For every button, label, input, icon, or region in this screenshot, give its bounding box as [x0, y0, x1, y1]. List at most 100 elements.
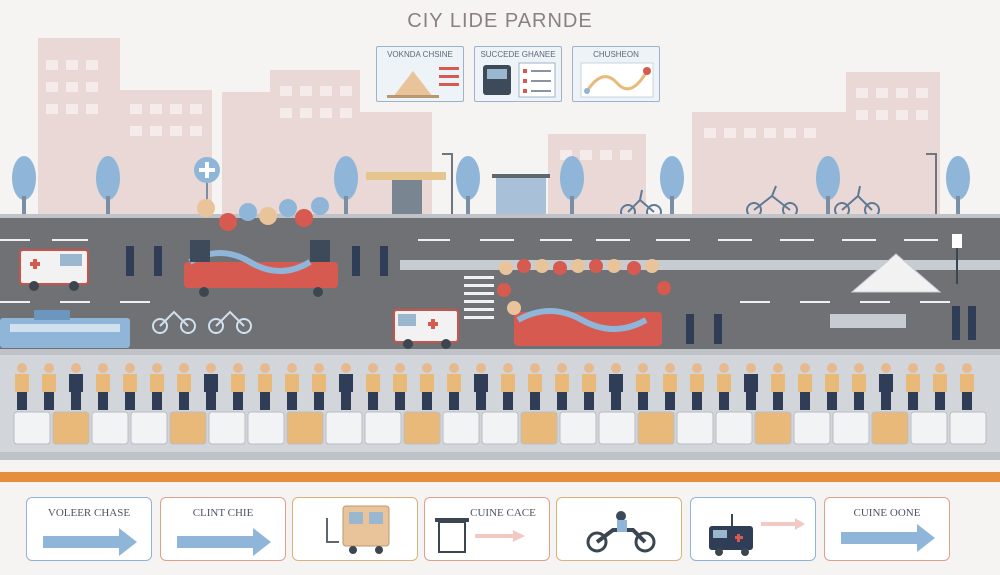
bottom-card-label: VOLEER CHASE: [47, 507, 131, 519]
barrier-block: [130, 411, 168, 445]
bottom-card-label: CUINE CACE: [470, 507, 536, 519]
marshal-figure: [582, 363, 596, 410]
bottom-card-bin: CUINE CACE: [424, 497, 550, 561]
barrier-block: [247, 411, 285, 445]
marshal-figure: [501, 363, 515, 410]
marshal-figure: [177, 363, 191, 410]
barrier-block: [793, 411, 831, 445]
bottom-card-motorcycle: [556, 497, 682, 561]
marshal-figure: [690, 363, 704, 410]
marshal-figure: [150, 363, 164, 410]
lane-arrows: [0, 239, 950, 303]
barrier-block: [364, 411, 402, 445]
marshal-figure: [366, 363, 380, 410]
marshal-figure: [906, 363, 920, 410]
info-card-label: SUCCEDE GHANEE: [480, 50, 556, 59]
marshal-figure: [285, 363, 299, 410]
food-cart-icon: [326, 505, 390, 554]
barrier-block: [442, 411, 480, 445]
marshal-figure: [42, 363, 56, 410]
tent-icon: [850, 234, 962, 293]
barrier-block: [481, 411, 519, 445]
bottom-card-client: CLINT CHIE: [160, 497, 286, 561]
tent-icon: [387, 67, 459, 98]
bottom-card-food-cart: [292, 497, 418, 561]
marshal-figure: [96, 363, 110, 410]
marshal-figure: [447, 363, 461, 410]
marshal-figure: [609, 363, 623, 410]
barrier-block: [520, 411, 558, 445]
police-van-icon: [709, 514, 805, 556]
building-windows: [46, 60, 928, 160]
marshal-figure: [231, 363, 245, 410]
barrier-block: [559, 411, 597, 445]
motorcycle-icon: [586, 511, 656, 553]
marshal-figure: [420, 363, 434, 410]
info-card-label: CHUSHEON: [593, 50, 639, 59]
marshal-figure: [744, 363, 758, 410]
barrier-block: [598, 411, 636, 445]
marshal-figure: [312, 363, 326, 410]
bench-icon: [830, 314, 906, 328]
street-lamp-icon: [442, 153, 937, 216]
marshal-figure: [69, 363, 83, 410]
info-card-label: VOKNDA CHSINE: [387, 50, 453, 59]
cyclist-icon: [152, 310, 252, 334]
arrow-right-icon: [841, 524, 935, 552]
barrier-block: [91, 411, 129, 445]
bottom-card-exit: CUINE OONE: [824, 497, 950, 561]
marshal-figure: [933, 363, 947, 410]
bottom-card-police-van: [690, 497, 816, 561]
marshal-figure: [717, 363, 731, 410]
marshal-figure: [636, 363, 650, 410]
barrier-block: [832, 411, 870, 445]
main-road: [0, 216, 1000, 351]
marshal-figure: [825, 363, 839, 410]
marshal-figure: [852, 363, 866, 410]
marshal-figure: [960, 363, 974, 410]
arrow-right-icon: [177, 528, 271, 556]
traffic-officer: [126, 246, 976, 344]
marshal-figure: [771, 363, 785, 410]
curb-stripe: [0, 472, 1000, 482]
median-rail: [400, 260, 1000, 270]
bus-shelter-icon: [366, 172, 550, 216]
ambulance-icon: [393, 309, 459, 349]
bottom-card-label: CLINT CHIE: [192, 507, 254, 519]
tree-icon: [12, 156, 970, 216]
crosswalk: [464, 276, 494, 319]
info-card-van: SUCCEDE GHANEE: [474, 46, 562, 102]
barrier-block: [286, 411, 324, 445]
marshal-figure: [393, 363, 407, 410]
info-card-map: CHUSHEON: [572, 46, 660, 102]
barrier-block: [169, 411, 207, 445]
page-title: CIY LIDE PARNDE: [407, 10, 593, 32]
barrier-block: [208, 411, 246, 445]
bottom-card-label: CUINE OONE: [853, 507, 921, 519]
marshal-figure: [339, 363, 353, 410]
trash-bin-icon: [435, 518, 525, 553]
marshal-crowd: [15, 363, 974, 410]
parade-float: [184, 197, 338, 297]
bus-icon: [0, 310, 130, 348]
marshal-figure: [123, 363, 137, 410]
crowd-barrier: [13, 411, 987, 445]
parade-float: [497, 259, 671, 346]
ambulance-icon: [19, 249, 89, 291]
info-card-tent: VOKNDA CHSINE: [376, 46, 464, 102]
barrier-block: [715, 411, 753, 445]
marshal-figure: [15, 363, 29, 410]
marshal-figure: [204, 363, 218, 410]
barrier-block: [871, 411, 909, 445]
marshal-figure: [528, 363, 542, 410]
marshal-figure: [663, 363, 677, 410]
barrier-block: [52, 411, 90, 445]
barrier-block: [676, 411, 714, 445]
bottom-card-volunteer: VOLEER CHASE: [26, 497, 152, 561]
barrier-block: [13, 411, 51, 445]
marshal-figure: [474, 363, 488, 410]
marshal-figure: [798, 363, 812, 410]
arrow-right-icon: [43, 528, 137, 556]
barrier-block: [754, 411, 792, 445]
